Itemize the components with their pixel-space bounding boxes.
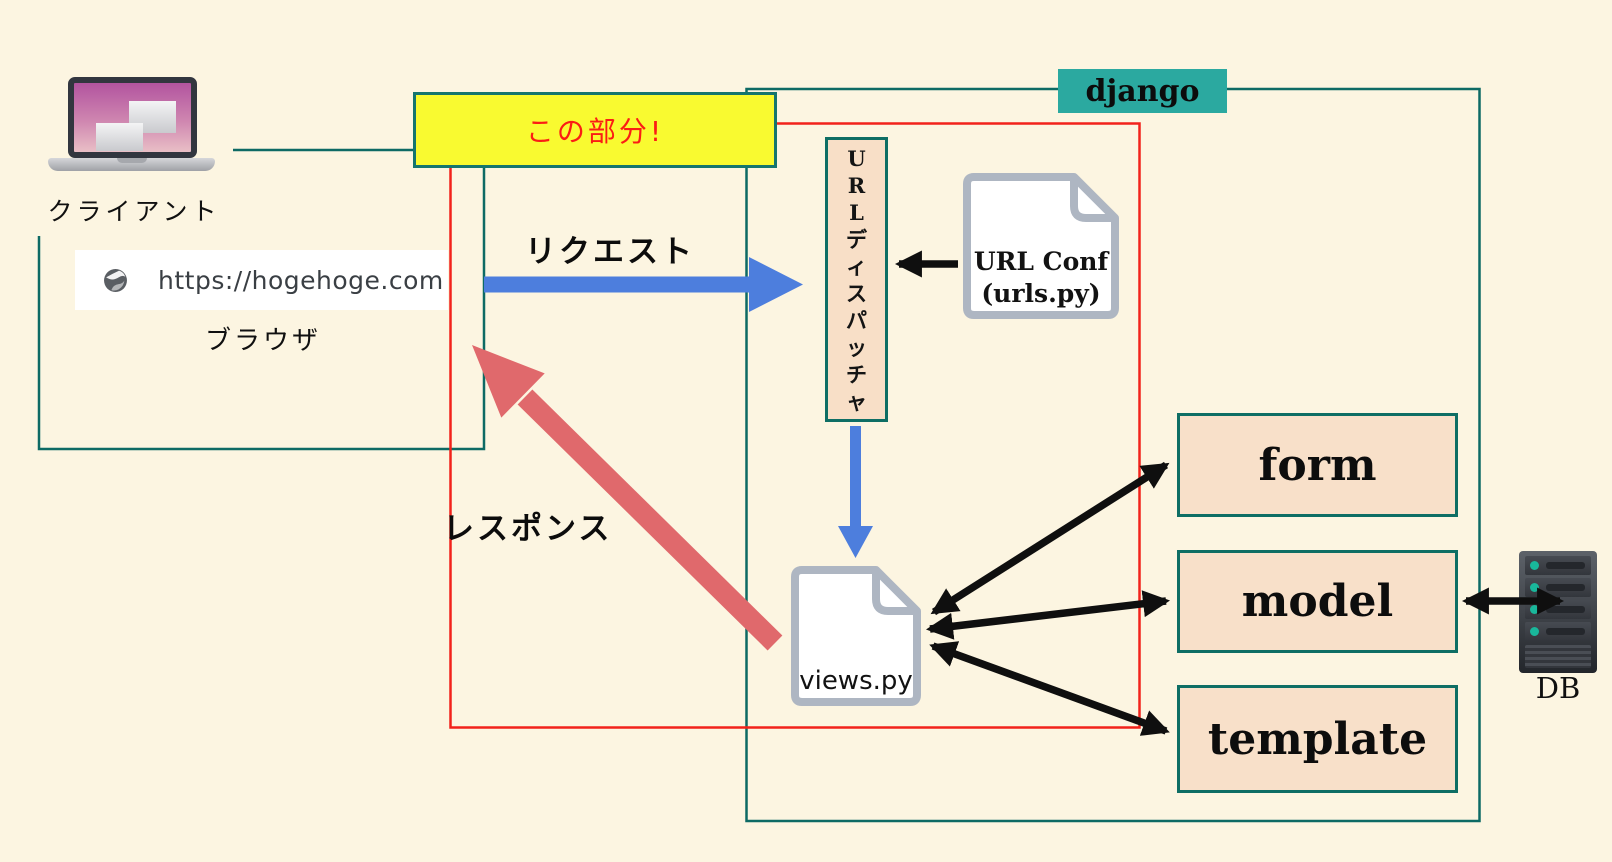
file-icon — [963, 173, 1119, 319]
urlconf-line2: (urls.py) — [981, 279, 1101, 308]
server-vent — [1525, 645, 1591, 668]
file-icon — [791, 566, 921, 706]
laptop-window-shape — [96, 123, 143, 151]
server-drive-row — [1525, 556, 1591, 575]
dispatcher-char: U — [847, 145, 866, 171]
globe-icon — [104, 268, 127, 292]
dispatcher-char: ィ — [846, 253, 867, 279]
template-box: template — [1177, 685, 1458, 793]
dispatcher-char: チ — [846, 361, 867, 387]
urlconf-file-icon: URL Conf (urls.py) — [962, 172, 1120, 320]
laptop-screen — [68, 77, 197, 158]
browser-address-bar[interactable]: https://hogehoge.com — [75, 250, 448, 310]
form-box: form — [1177, 413, 1458, 517]
dispatcher-char: ッ — [846, 334, 867, 360]
db-label: DB — [1535, 671, 1581, 705]
request-arrow — [484, 257, 803, 312]
response-arrow — [472, 345, 783, 651]
url-dispatcher-box: U R L デ ィ ス パ ッ チ ャ — [825, 137, 888, 422]
laptop-notch — [117, 158, 147, 163]
dispatcher-char: ス — [846, 280, 867, 306]
dispatcher-to-views-arrow — [838, 426, 873, 558]
urlconf-line1: URL Conf — [973, 247, 1109, 276]
django-tag-text: django — [1085, 73, 1200, 109]
laptop-icon — [48, 77, 215, 172]
url-text[interactable]: https://hogehoge.com — [158, 265, 444, 295]
client-frame — [37, 167, 486, 451]
form-box-label: form — [1258, 439, 1377, 491]
client-label: クライアント — [47, 197, 221, 226]
template-box-label: template — [1207, 713, 1428, 765]
dispatcher-char: デ — [846, 226, 867, 252]
dispatcher-char: ャ — [846, 388, 867, 414]
highlight-callout: この部分! — [413, 92, 777, 168]
server-drive-row — [1525, 622, 1591, 641]
django-tag: django — [1058, 69, 1227, 113]
views-file-icon: views.py — [790, 565, 922, 707]
views-template-arrow — [929, 641, 1170, 736]
highlight-red-frame — [449, 122, 1141, 729]
urlconf-file-label: URL Conf (urls.py) — [962, 246, 1120, 310]
highlight-callout-text: この部分! — [525, 115, 665, 148]
views-model-arrow — [925, 590, 1171, 640]
request-label: リクエスト — [525, 234, 695, 270]
dispatcher-char: L — [849, 199, 864, 225]
views-form-arrow — [930, 461, 1170, 616]
response-label: レスポンス — [443, 511, 613, 547]
dispatcher-char: R — [847, 172, 866, 198]
laptop-base — [48, 158, 215, 171]
views-file-label: views.py — [799, 666, 913, 696]
model-box: model — [1177, 550, 1458, 653]
browser-label: ブラウザ — [204, 326, 321, 356]
dispatcher-char: パ — [846, 307, 867, 333]
model-box-label: model — [1241, 576, 1394, 627]
